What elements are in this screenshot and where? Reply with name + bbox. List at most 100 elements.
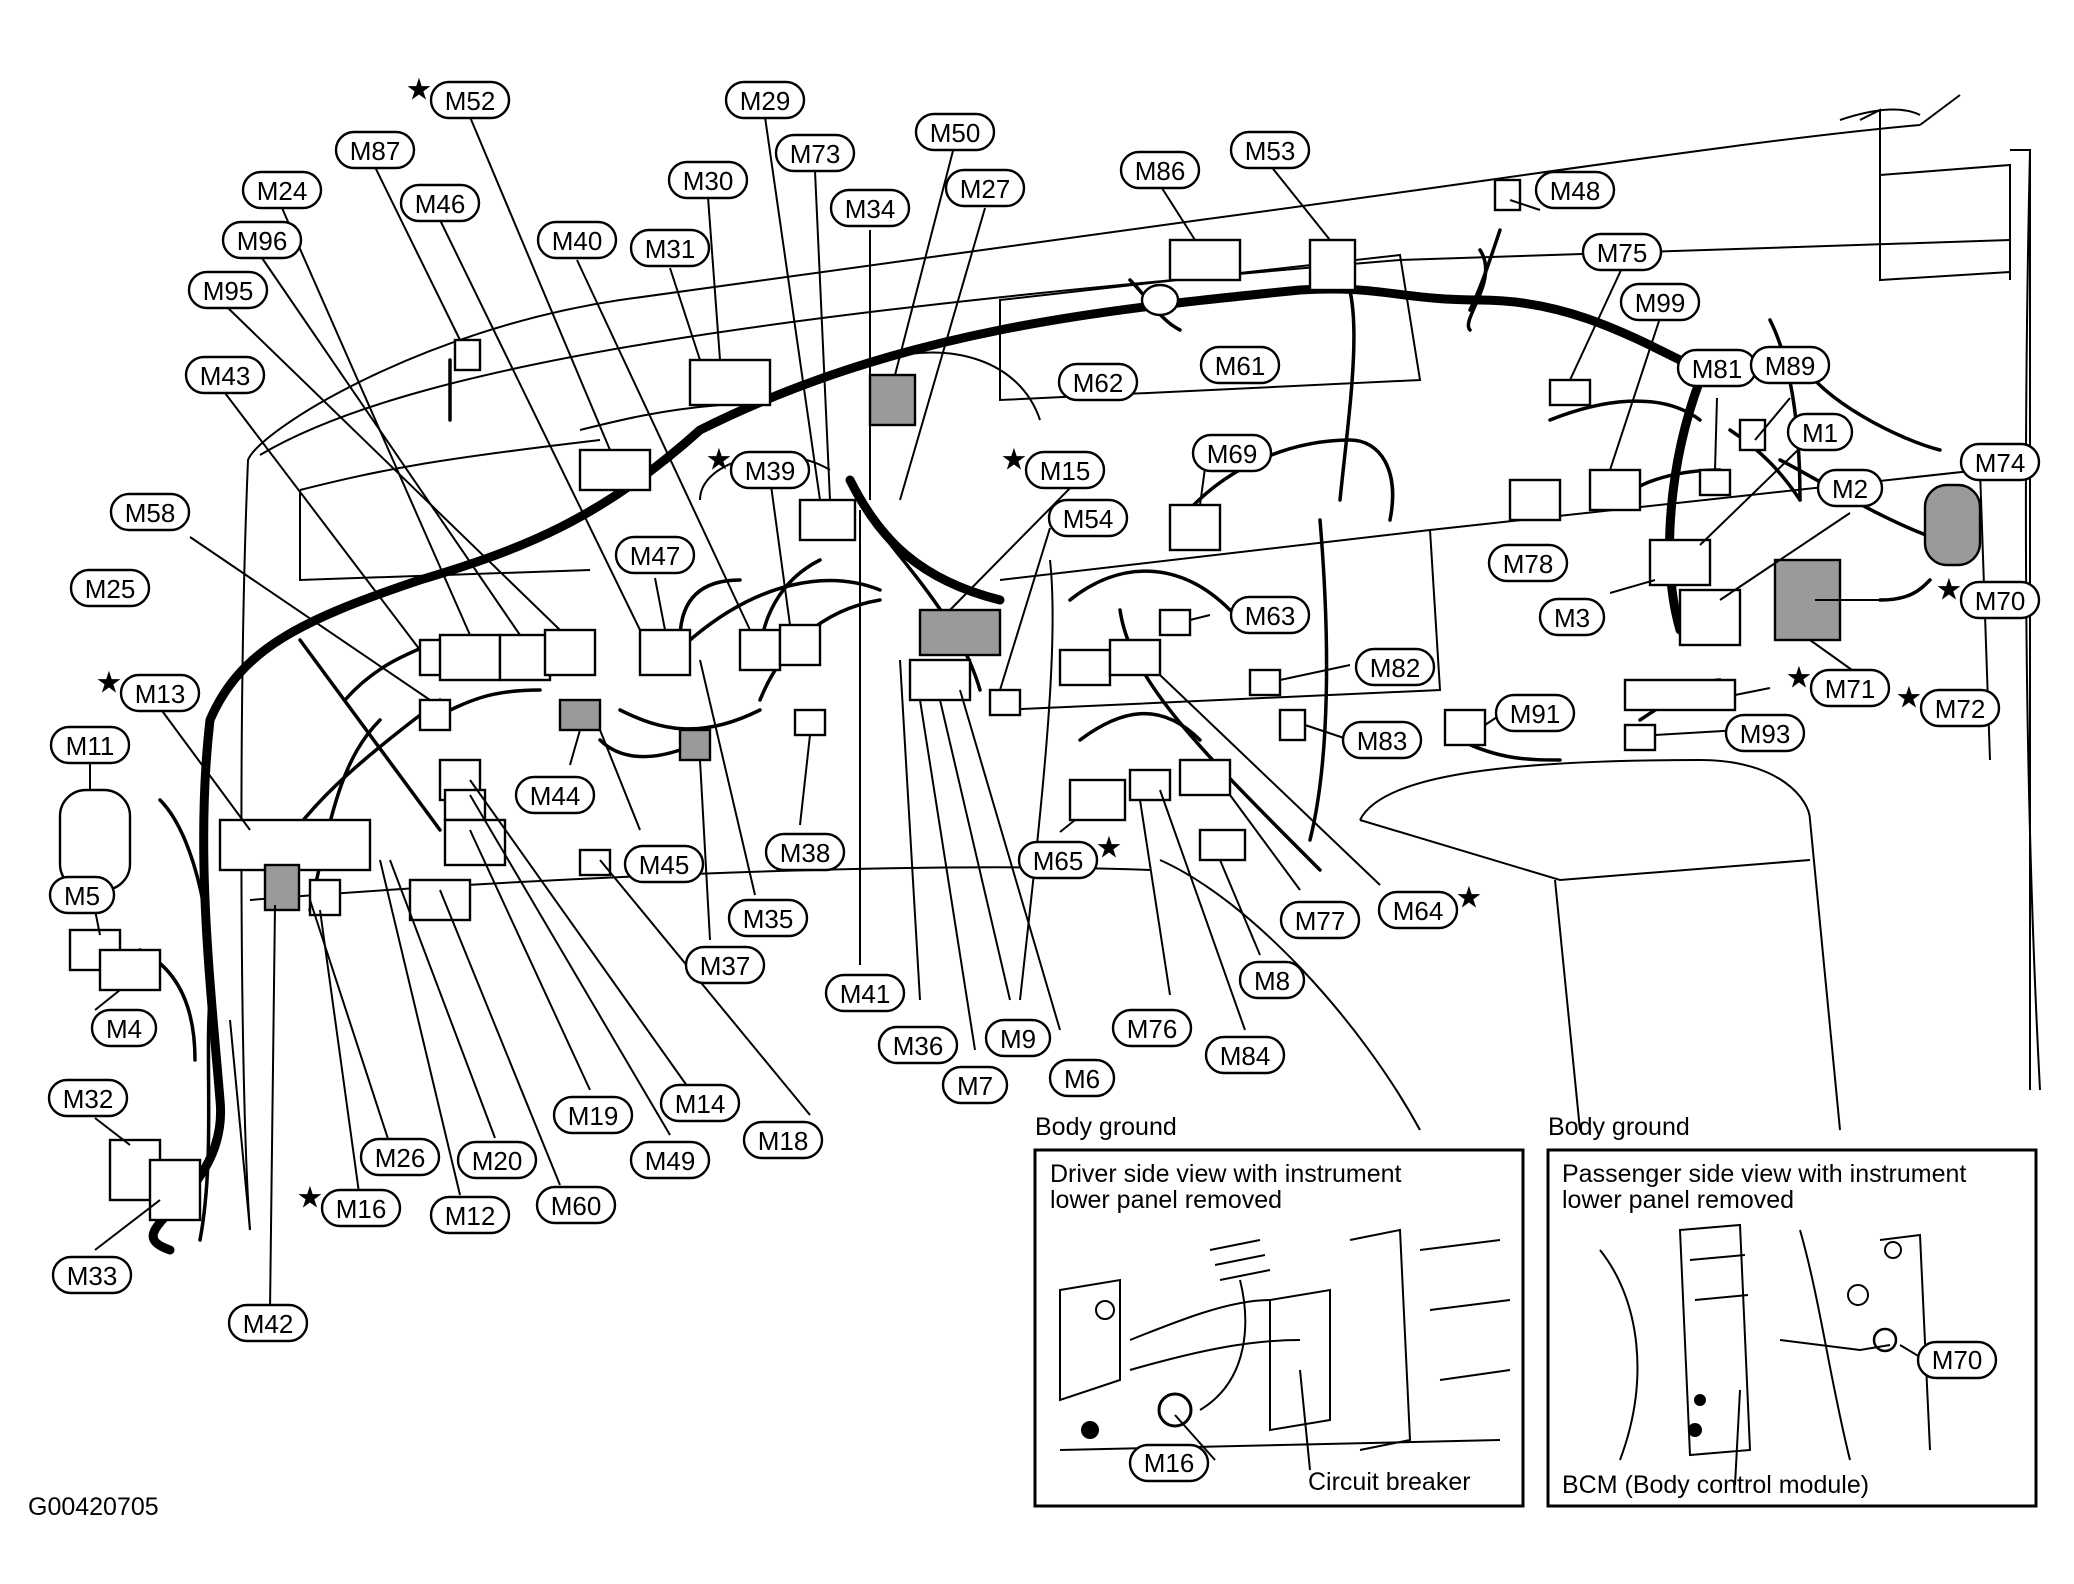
callout-m34: M34 [829, 188, 911, 228]
callout-box [684, 945, 766, 985]
callout-m5: M5 [48, 875, 116, 915]
callout-m12: M12 [429, 1195, 511, 1235]
callout-m54: M54 [1047, 498, 1129, 538]
callout-label: M6 [1064, 1064, 1100, 1094]
connector-M30 [688, 358, 772, 407]
connector-M60 [408, 878, 472, 922]
connector-M63 [1158, 608, 1192, 637]
connector-M16-ground [308, 878, 342, 917]
callout-box [1047, 498, 1129, 538]
callout-box [456, 1140, 538, 1180]
callout-box [1199, 345, 1281, 385]
callout-box [69, 568, 151, 608]
star-marker-icon: ★ [96, 667, 123, 700]
callout-m58: M58 [109, 492, 191, 532]
callout-label: M73 [790, 139, 841, 169]
callout-box [1119, 150, 1201, 190]
callout-label: M65 [1033, 846, 1084, 876]
callout-label: M29 [740, 86, 791, 116]
callout-label: M7 [957, 1071, 993, 1101]
callout-m71: M71★ [1786, 662, 1891, 708]
callout-box [241, 170, 323, 210]
callout-m38: M38 [764, 832, 846, 872]
callout-m35: M35 [727, 898, 809, 938]
callout-label: M38 [780, 838, 831, 868]
callout-label: M78 [1503, 549, 1554, 579]
inset-driver-side: Body ground Driver side view with instru… [1033, 1113, 1525, 1508]
callout-box [1487, 543, 1569, 583]
callout-box [90, 1008, 158, 1048]
inset-right-callout-box [1916, 1340, 1998, 1380]
callout-label: M91 [1510, 699, 1561, 729]
star-marker-icon: ★ [1456, 882, 1483, 915]
callout-box [184, 355, 266, 395]
inset-left-heading: Body ground [1035, 1113, 1177, 1141]
callout-label: M9 [1000, 1024, 1036, 1054]
callout-label: M40 [552, 226, 603, 256]
inset-left-callout-box [1128, 1443, 1210, 1483]
inset-left-drawing [1059, 1228, 1511, 1471]
connector-M4 [98, 948, 162, 992]
callout-label: M49 [645, 1146, 696, 1176]
callout-box [1619, 282, 1701, 322]
callout-box [1538, 597, 1606, 637]
callout-box [429, 1195, 511, 1235]
callout-m99: M99 [1619, 282, 1701, 322]
connector-M52 [578, 448, 652, 492]
callout-m19: M19 [552, 1095, 634, 1135]
callout-m16: M16★ [297, 1182, 402, 1228]
star-marker-icon: ★ [1786, 662, 1813, 695]
callout-box [1279, 900, 1361, 940]
callout-label: M74 [1975, 448, 2026, 478]
star-marker-icon: ★ [706, 444, 733, 477]
callout-m13: M13★ [96, 667, 201, 713]
callout-m9: M9 [984, 1018, 1052, 1058]
callout-label: M34 [845, 194, 896, 224]
callout-box [334, 130, 416, 170]
callout-box [914, 112, 996, 152]
inset-right-callout-ground: M70 [1932, 1345, 1983, 1375]
callout-label: M44 [530, 781, 581, 811]
callout-box [119, 673, 201, 713]
callout-label: M70 [1975, 586, 2026, 616]
callout-m47: M47 [614, 535, 696, 575]
callout-label: M82 [1370, 653, 1421, 683]
callout-label: M62 [1073, 368, 1124, 398]
callout-label: M60 [551, 1191, 602, 1221]
callout-m43: M43 [184, 355, 266, 395]
callout-m36: M36 [877, 1025, 959, 1065]
callout-box [1354, 647, 1436, 687]
connector-M11 [58, 788, 132, 892]
star-marker-icon: ★ [1096, 832, 1123, 865]
callout-box [1786, 412, 1854, 452]
inset-passenger-side: Body ground Passenger side view with ins… [1546, 1113, 2038, 1508]
callout-label: M32 [63, 1084, 114, 1114]
callout-label: M87 [350, 136, 401, 166]
callout-m45: M45 [623, 844, 705, 884]
star-marker-icon: ★ [1896, 682, 1923, 715]
callout-m65: M65 ★ [1017, 832, 1123, 880]
connector-M48 [1493, 178, 1522, 212]
callout-box [1017, 840, 1099, 880]
callout-box [742, 1120, 824, 1160]
callout-box [535, 1185, 617, 1225]
dashboard-outline [229, 94, 2041, 1231]
callout-m7: M7 [941, 1065, 1009, 1105]
callout-box [1048, 1058, 1116, 1098]
connector-M42 [263, 863, 301, 912]
callout-m77: M77 [1279, 900, 1361, 940]
connector-M95 [543, 628, 597, 677]
callout-m49: M49 [629, 1140, 711, 1180]
callout-box [1581, 232, 1663, 272]
callout-label: M36 [893, 1031, 944, 1061]
callout-label: M26 [375, 1143, 426, 1173]
callout-label: M4 [106, 1014, 142, 1044]
callout-label: M24 [257, 176, 308, 206]
callout-label: M47 [630, 541, 681, 571]
callout-label: M95 [203, 276, 254, 306]
callout-m2: M2 [1816, 468, 1884, 508]
callout-m86: M86 [1119, 150, 1201, 190]
callout-label: M16 [336, 1194, 387, 1224]
callout-label: M11 [66, 731, 115, 761]
